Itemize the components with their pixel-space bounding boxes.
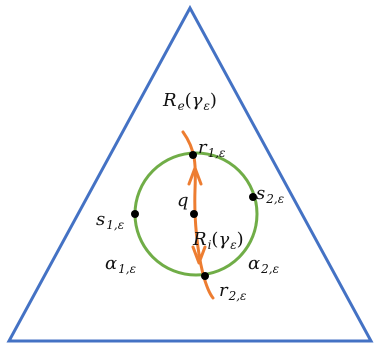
point-s1: [131, 210, 139, 218]
orange-curve-gamma: [181, 130, 215, 300]
upward-arrow: [187, 166, 203, 186]
label-alpha2: α2,ε: [248, 253, 280, 276]
outer-triangle: [6, 4, 374, 343]
label-s2: s2,ε: [256, 183, 285, 206]
label-s1: s1,ε: [96, 209, 125, 232]
label-r1: r1,ε: [198, 137, 226, 160]
point-s2: [249, 193, 257, 201]
point-r2: [201, 272, 209, 280]
label-q: q: [177, 190, 189, 211]
label-inner-region: Ri(γε): [193, 229, 244, 252]
label-alpha1: α1,ε: [105, 253, 137, 276]
label-r2: r2,ε: [219, 280, 247, 303]
point-q: [190, 210, 198, 218]
label-outer-region: Re(γε): [163, 90, 217, 113]
point-r1: [189, 151, 197, 159]
downward-arrow: [191, 245, 207, 265]
